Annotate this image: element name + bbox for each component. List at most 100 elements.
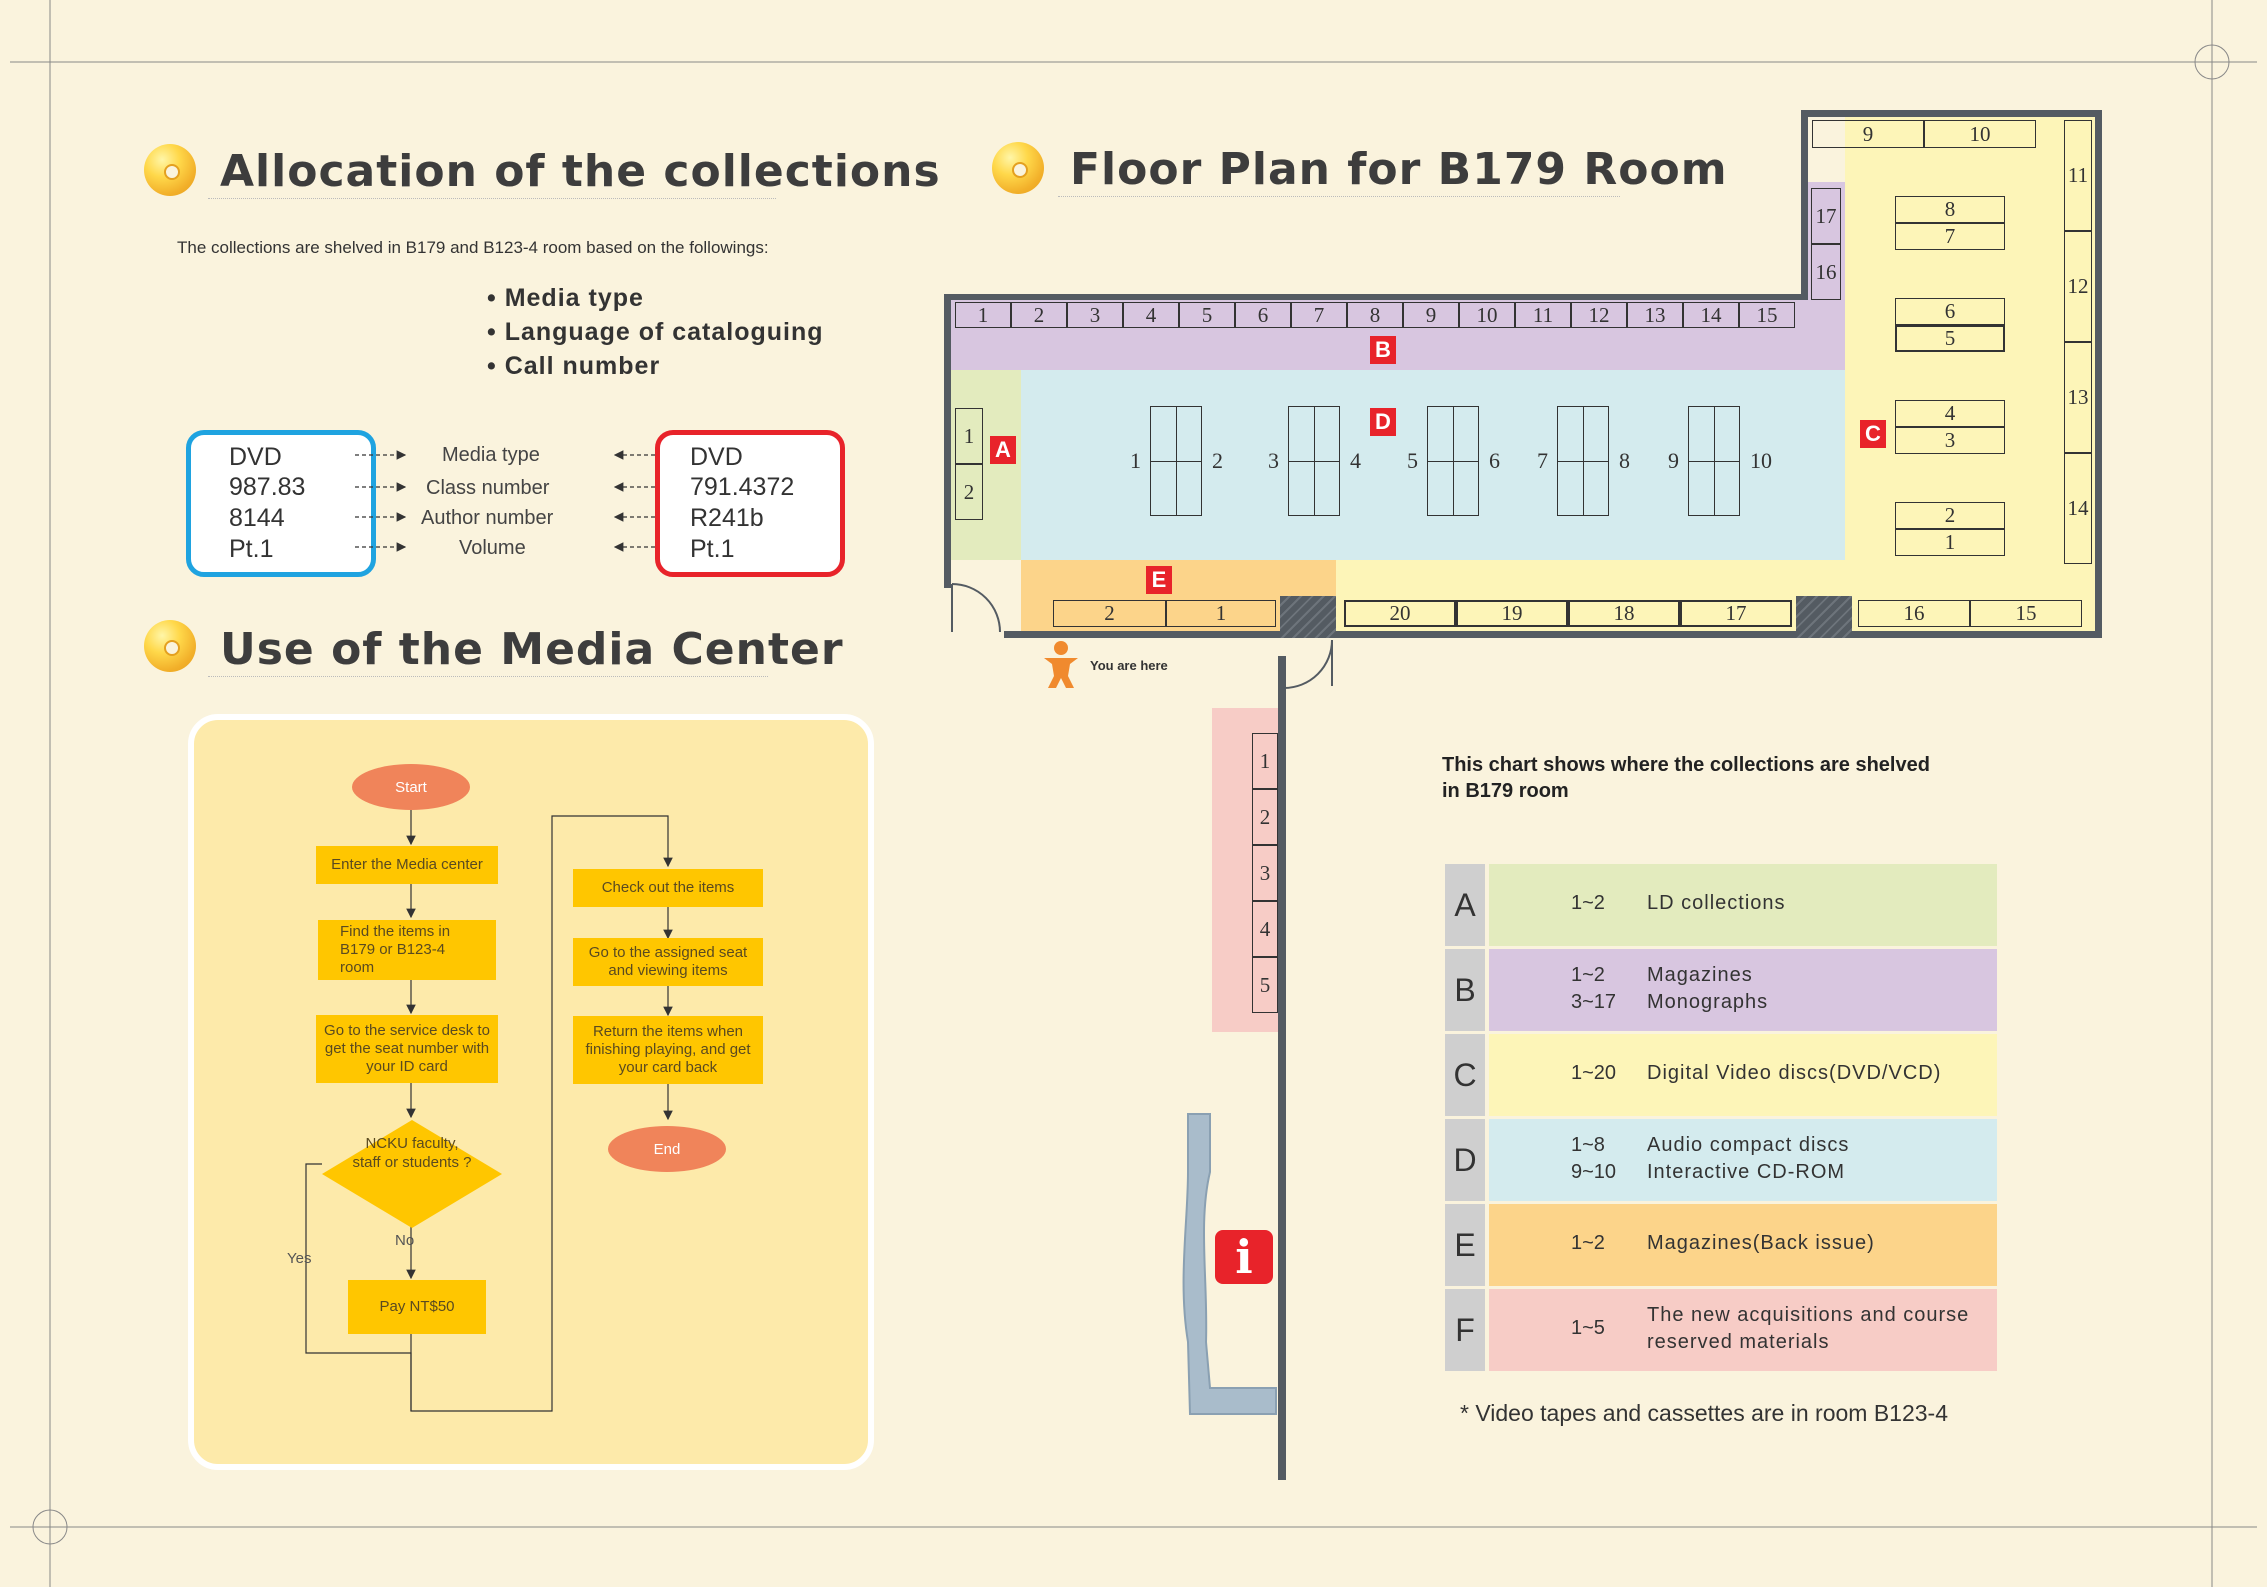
shelf-c-18: 18 bbox=[1568, 600, 1680, 627]
zone-b-annex bbox=[1808, 182, 1845, 300]
zone-c-area bbox=[1845, 117, 2095, 631]
d-shelf-midline bbox=[1428, 461, 1478, 462]
shelf-b-12: 12 bbox=[1571, 302, 1627, 328]
shelf-b-16: 16 bbox=[1811, 244, 1841, 300]
zone-a-area bbox=[951, 370, 1021, 560]
flow-enter: Enter the Media center bbox=[316, 846, 498, 884]
shelf-f-4: 4 bbox=[1252, 901, 1278, 957]
shelf-label: 2 bbox=[1104, 601, 1115, 625]
shelf-label: 7 bbox=[1944, 224, 1956, 248]
shelf-label: 4 bbox=[1944, 401, 1956, 425]
call-line: Pt.1 bbox=[690, 535, 735, 563]
door-swing bbox=[1283, 639, 1333, 689]
legend-description: Audio compact discs bbox=[1647, 1134, 1850, 1156]
shelf-c-17: 17 bbox=[1680, 600, 1792, 627]
flow-return: Return the items when finishing playing,… bbox=[573, 1016, 763, 1084]
legend-range: 1~2 bbox=[1571, 964, 1605, 986]
flow-checkout: Check out the items bbox=[573, 869, 763, 907]
shelf-label: 2 bbox=[963, 479, 975, 504]
legend-key: E bbox=[1445, 1204, 1485, 1286]
shelf-label: 1 bbox=[1215, 601, 1227, 625]
heading-rule bbox=[208, 676, 768, 677]
shelf-b-9: 9 bbox=[1403, 302, 1459, 328]
shelf-c-4: 4 bbox=[1895, 400, 2005, 427]
shelf-c-13: 13 bbox=[2064, 342, 2092, 453]
legend-footnote: * Video tapes and cassettes are in room … bbox=[1460, 1400, 1948, 1426]
shelf-b-1: 1 bbox=[955, 302, 1011, 328]
legend-range: 9~10 bbox=[1571, 1161, 1617, 1183]
shelf-c-1: 1 bbox=[1895, 529, 2005, 556]
call-line: 8144 bbox=[229, 504, 285, 532]
d-label: 4 bbox=[1350, 448, 1361, 473]
zone-b-area bbox=[951, 300, 1845, 370]
legend-caption-line1: This chart shows where the collections a… bbox=[1442, 754, 1930, 776]
shelf-label: 5 bbox=[1201, 302, 1213, 327]
shelf-c-15: 15 bbox=[1970, 600, 2082, 627]
shelf-label: 17 bbox=[1725, 601, 1747, 625]
d-shelf-unit bbox=[1288, 406, 1340, 516]
d-shelf-unit bbox=[1688, 406, 1740, 516]
flow-start: Start bbox=[352, 764, 470, 810]
call-line: DVD bbox=[690, 443, 743, 471]
shelf-label: 7 bbox=[1313, 302, 1325, 327]
shelf-label: 15 bbox=[1756, 302, 1778, 327]
shelf-label: 16 bbox=[1903, 601, 1925, 625]
shelf-c-8: 8 bbox=[1895, 196, 2005, 223]
shelf-label: 1 bbox=[963, 423, 975, 448]
d-label: 3 bbox=[1268, 448, 1279, 473]
pillar bbox=[1796, 596, 1852, 638]
shelf-label: 2 bbox=[1033, 302, 1045, 327]
legend-key: F bbox=[1445, 1289, 1485, 1371]
legend-description: reserved materials bbox=[1647, 1331, 1830, 1353]
bullet-media-type: • Media type bbox=[487, 284, 644, 312]
shelf-label: 15 bbox=[2015, 601, 2037, 625]
shelf-b-2: 2 bbox=[1011, 302, 1067, 328]
legend-range: 1~5 bbox=[1571, 1317, 1605, 1339]
info-icon-glyph: i bbox=[1235, 1230, 1253, 1284]
d-label: 2 bbox=[1212, 448, 1223, 473]
shelf-label: 5 bbox=[1944, 326, 1956, 350]
shelf-label: 3 bbox=[1089, 302, 1101, 327]
legend-description: Monographs bbox=[1647, 991, 1769, 1013]
shelf-a-2: 2 bbox=[955, 464, 983, 520]
shelf-label: 3 bbox=[1944, 428, 1956, 452]
allocation-intro: The collections are shelved in B179 and … bbox=[177, 238, 769, 257]
legend-range: 1~8 bbox=[1571, 1134, 1605, 1156]
heading-rule bbox=[1058, 196, 1620, 197]
legend-description: Magazines(Back issue) bbox=[1647, 1232, 1875, 1254]
shelf-a-1: 1 bbox=[955, 408, 983, 464]
shelf-label: 13 bbox=[1644, 302, 1666, 327]
you-are-here-icon bbox=[1044, 641, 1078, 688]
shelf-label: 12 bbox=[2067, 274, 2089, 298]
d-shelf-unit bbox=[1427, 406, 1479, 516]
entrance-gap bbox=[944, 588, 1004, 648]
d-shelf-unit bbox=[1557, 406, 1609, 516]
shelf-e-1: 1 bbox=[1166, 600, 1276, 627]
zone-marker-a: A bbox=[990, 436, 1016, 464]
legend-key: A bbox=[1445, 864, 1485, 946]
call-number-right: DVD 791.4372 R241b Pt.1 bbox=[655, 430, 845, 577]
shelf-label: 12 bbox=[1588, 302, 1610, 327]
shelf-f-1: 1 bbox=[1252, 733, 1278, 789]
cd-icon bbox=[144, 620, 196, 672]
call-number-left: DVD 987.83 8144 Pt.1 bbox=[186, 430, 376, 577]
legend-description: Magazines bbox=[1647, 964, 1753, 986]
shelf-label: 16 bbox=[1815, 259, 1837, 284]
you-are-here-label: You are here bbox=[1090, 658, 1168, 673]
legend-key: B bbox=[1445, 949, 1485, 1031]
legend-description: Digital Video discs(DVD/VCD) bbox=[1647, 1062, 1942, 1084]
heading-rule bbox=[208, 198, 776, 199]
shelf-label: 8 bbox=[1369, 302, 1381, 327]
shelf-label: 10 bbox=[1969, 121, 1991, 146]
door-swing bbox=[951, 583, 1001, 633]
d-label: 9 bbox=[1668, 448, 1679, 473]
legend-key: D bbox=[1445, 1119, 1485, 1201]
shelf-label: 5 bbox=[1259, 972, 1271, 997]
